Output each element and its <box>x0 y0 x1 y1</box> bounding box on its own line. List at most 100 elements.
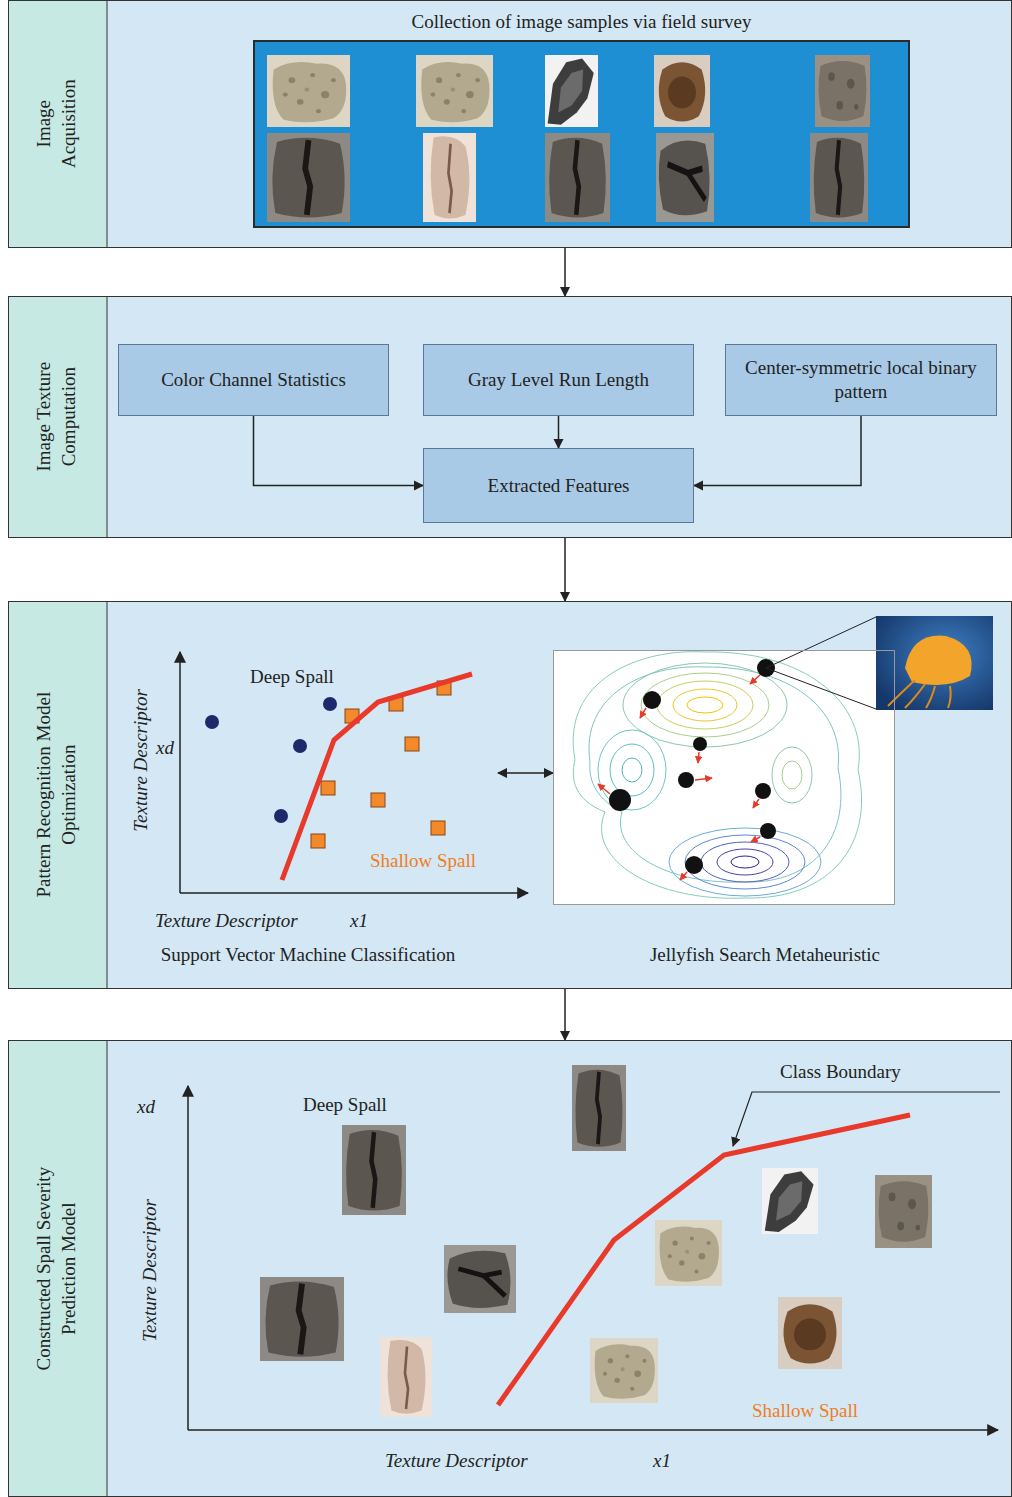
contour-plot-part <box>657 681 753 729</box>
prediction-plot-part <box>572 1065 626 1151</box>
prediction-plot-part <box>778 1297 842 1369</box>
prediction-plot-part <box>498 1115 910 1405</box>
contour-plot-part <box>695 778 712 780</box>
contour-plot-part <box>589 667 841 882</box>
band-fills-part <box>107 1040 1012 1497</box>
contour-plot-part <box>640 708 646 718</box>
prediction-plot-part <box>655 1220 722 1286</box>
contour-plot-part <box>673 689 737 721</box>
band-fills-part <box>8 0 107 248</box>
contour-plot-part <box>553 650 895 905</box>
stage-band: Image Acquisition Collection of image sam… <box>8 0 1012 248</box>
panel-heading: Collection of image samples via field su… <box>255 10 908 35</box>
process-box: Center-symmetric local binary pattern <box>725 344 997 416</box>
band-fills-part <box>107 0 108 248</box>
image-panel: Collection of image samples via field su… <box>253 40 910 228</box>
svm-plot-part <box>311 834 325 848</box>
sample-photos-part <box>545 133 610 222</box>
contour-plot-part <box>766 668 876 709</box>
contour-plot-part <box>755 783 771 799</box>
prediction-plot-part <box>733 1092 1000 1146</box>
band-fills-part <box>107 1040 108 1497</box>
svm-plot-part <box>179 652 181 893</box>
contour-plot-part <box>905 636 972 685</box>
contour-plot-part <box>698 752 699 763</box>
sample-photos-part <box>267 55 350 127</box>
sample-photos-part <box>810 133 868 222</box>
plot-label: Texture Descriptor <box>385 1450 528 1473</box>
contour-plot-part <box>760 823 776 839</box>
axis-label: Texture Descriptor <box>130 689 153 832</box>
process-box: Extracted Features <box>423 448 694 523</box>
box-text: Color Channel Statistics <box>161 368 346 392</box>
connector-arrow <box>694 416 861 486</box>
sample-photos-part <box>416 55 493 127</box>
prediction-plot-part <box>187 1086 189 1430</box>
contour-plot-part <box>598 784 610 794</box>
contour-plot-part <box>622 758 642 782</box>
band-fills-part <box>107 296 108 538</box>
plot-label: Texture Descriptor <box>155 910 298 933</box>
sample-photos-part <box>545 55 598 127</box>
stage-band: Image Texture Computation Color Channel S… <box>8 296 1012 538</box>
box-text: Extracted Features <box>488 474 630 498</box>
svm-plot-part <box>371 793 385 807</box>
axis-label: Texture Descriptor <box>139 1199 162 1342</box>
contour-plot <box>553 616 993 905</box>
sample-photos-part <box>423 133 476 222</box>
sample-photos-part <box>267 133 350 222</box>
plot-label: Deep Spall <box>303 1094 387 1117</box>
connector-arrow <box>564 538 566 601</box>
band-fills-part <box>107 601 108 989</box>
sample-photos <box>253 40 910 228</box>
plot-label: x1 <box>350 910 368 933</box>
sample-photos-part <box>654 55 710 127</box>
contour-plot-part <box>573 652 861 899</box>
box-text: Center-symmetric local binary pattern <box>736 356 986 404</box>
plot-label: xd <box>156 737 174 760</box>
stage-title: Image Acquisition <box>32 59 81 189</box>
svm-plot-part <box>321 781 335 795</box>
plot-label: Deep Spall <box>250 666 334 689</box>
contour-plot-part <box>687 697 723 713</box>
band-fills-part <box>8 601 107 989</box>
sample-photos-part <box>253 40 910 228</box>
contour-plot-part <box>766 617 876 668</box>
sample-photos-part <box>815 55 870 127</box>
plot-label: x1 <box>653 1450 671 1473</box>
contour-plot-part <box>609 789 631 811</box>
contour-plot-part <box>641 673 769 737</box>
contour-plot-part <box>888 680 951 708</box>
svm-plot <box>180 652 528 893</box>
process-box: Gray Level Run Length <box>423 344 694 416</box>
connector-arrow <box>498 772 553 774</box>
prediction-plot-part <box>342 1125 406 1215</box>
svm-plot-part <box>431 821 445 835</box>
band-fills-part <box>8 1040 107 1497</box>
contour-plot-part <box>731 856 759 868</box>
contour-plot-part <box>693 737 707 751</box>
stage-title: Constructed Spall Severity Prediction Mo… <box>32 1139 81 1399</box>
svm-plot-part <box>293 739 307 753</box>
plot-label: Class Boundary <box>780 1061 901 1084</box>
contour-plot-part <box>772 747 812 803</box>
chart-caption: Support Vector Machine Classification <box>118 943 498 968</box>
contour-plot-part <box>610 744 654 796</box>
connector-arrow <box>254 416 424 486</box>
svm-plot-part <box>274 809 288 823</box>
plot-label: Shallow Spall <box>752 1400 858 1423</box>
prediction-plot-part <box>380 1337 432 1417</box>
plot-label: Shallow Spall <box>370 850 476 873</box>
contour-plot-part <box>685 856 703 874</box>
connector-arrow <box>564 989 566 1040</box>
stage-title: Image Texture Computation <box>32 347 81 487</box>
contour-plot-part <box>753 799 759 808</box>
stage-title: Pattern Recognition Model Optimization <box>32 665 81 925</box>
prediction-plot-part <box>444 1245 516 1313</box>
chart-caption: Jellyfish Search Metaheuristic <box>594 943 936 968</box>
sample-photos-part <box>656 133 714 222</box>
band-fills-part <box>107 601 1012 989</box>
prediction-plot-part <box>188 1429 998 1431</box>
contour-frame: Jellyfish Search Metaheuristic <box>553 650 895 905</box>
